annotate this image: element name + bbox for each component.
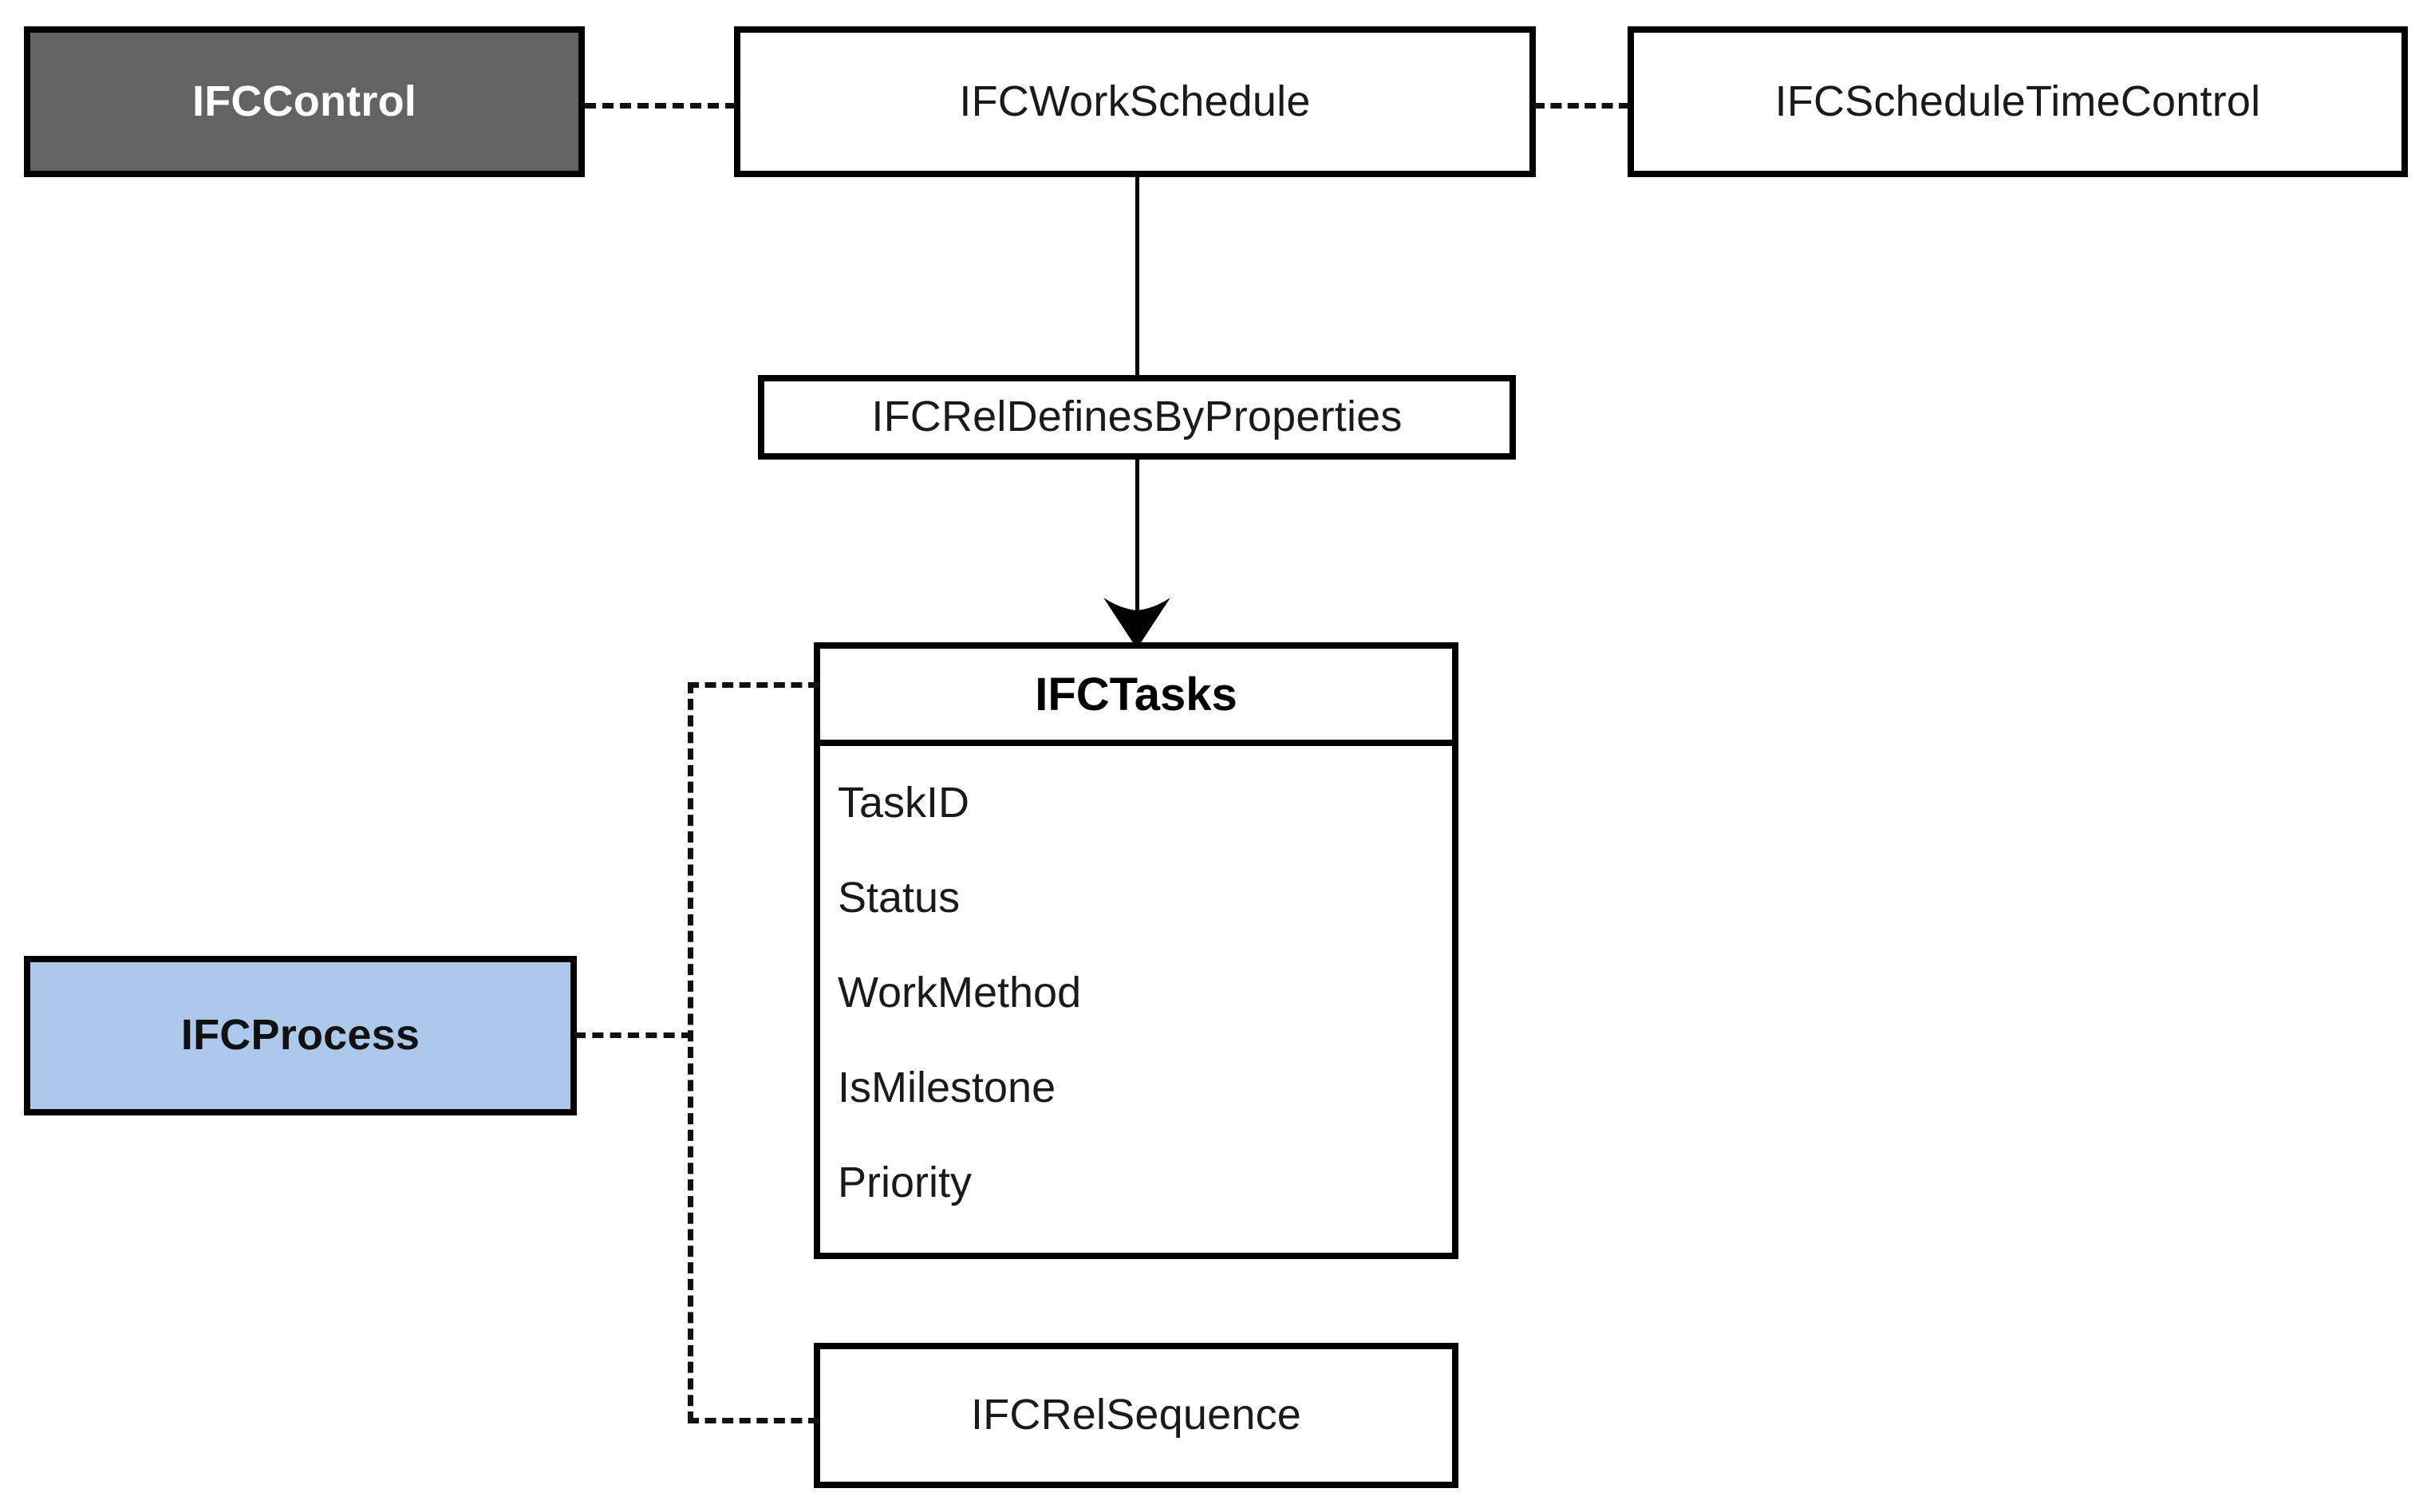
edge-process-bus — [574, 1032, 693, 1038]
node-ifccontrol-label: IFCControl — [192, 77, 416, 125]
node-ifcprocess[interactable]: IFCProcess — [24, 956, 577, 1115]
node-ifcreldefinesbyproperties-label: IFCRelDefinesByProperties — [871, 393, 1403, 441]
edge-reldefines-tasks — [1135, 455, 1139, 610]
attribute-priority: Priority — [838, 1159, 973, 1206]
node-ifctasks-title: IFCTasks — [820, 649, 1452, 746]
node-ifcworkschedule[interactable]: IFCWorkSchedule — [734, 26, 1536, 177]
node-ifctasks-attributes: TaskID Status WorkMethod IsMilestone Pri… — [820, 746, 1452, 1256]
attribute-taskid: TaskID — [838, 779, 970, 827]
edge-process-relsequence — [688, 1418, 819, 1423]
node-ifcrelsequence-label: IFCRelSequence — [970, 1391, 1302, 1439]
node-ifcworkschedule-label: IFCWorkSchedule — [959, 77, 1311, 125]
attribute-status: Status — [838, 874, 961, 922]
edge-process-bus-vertical — [688, 682, 693, 1423]
node-ifcscheduletimecontrol-label: IFCScheduleTimeControl — [1774, 77, 2261, 125]
attribute-ismilestone: IsMilestone — [838, 1064, 1056, 1111]
edge-process-tasks — [688, 682, 819, 688]
node-ifcscheduletimecontrol[interactable]: IFCScheduleTimeControl — [1628, 26, 2408, 177]
node-ifcrelsequence[interactable]: IFCRelSequence — [814, 1343, 1458, 1488]
edge-workschedule-reldefines — [1135, 172, 1139, 381]
node-ifctasks[interactable]: IFCTasks TaskID Status WorkMethod IsMile… — [814, 642, 1458, 1259]
edge-control-workschedule — [585, 103, 736, 109]
node-ifcprocess-label: IFCProcess — [180, 1011, 420, 1060]
node-ifcreldefinesbyproperties[interactable]: IFCRelDefinesByProperties — [758, 375, 1516, 460]
attribute-workmethod: WorkMethod — [838, 969, 1082, 1017]
edge-workschedule-scheduletimecontrol — [1533, 103, 1630, 109]
node-ifccontrol[interactable]: IFCControl — [24, 26, 585, 177]
